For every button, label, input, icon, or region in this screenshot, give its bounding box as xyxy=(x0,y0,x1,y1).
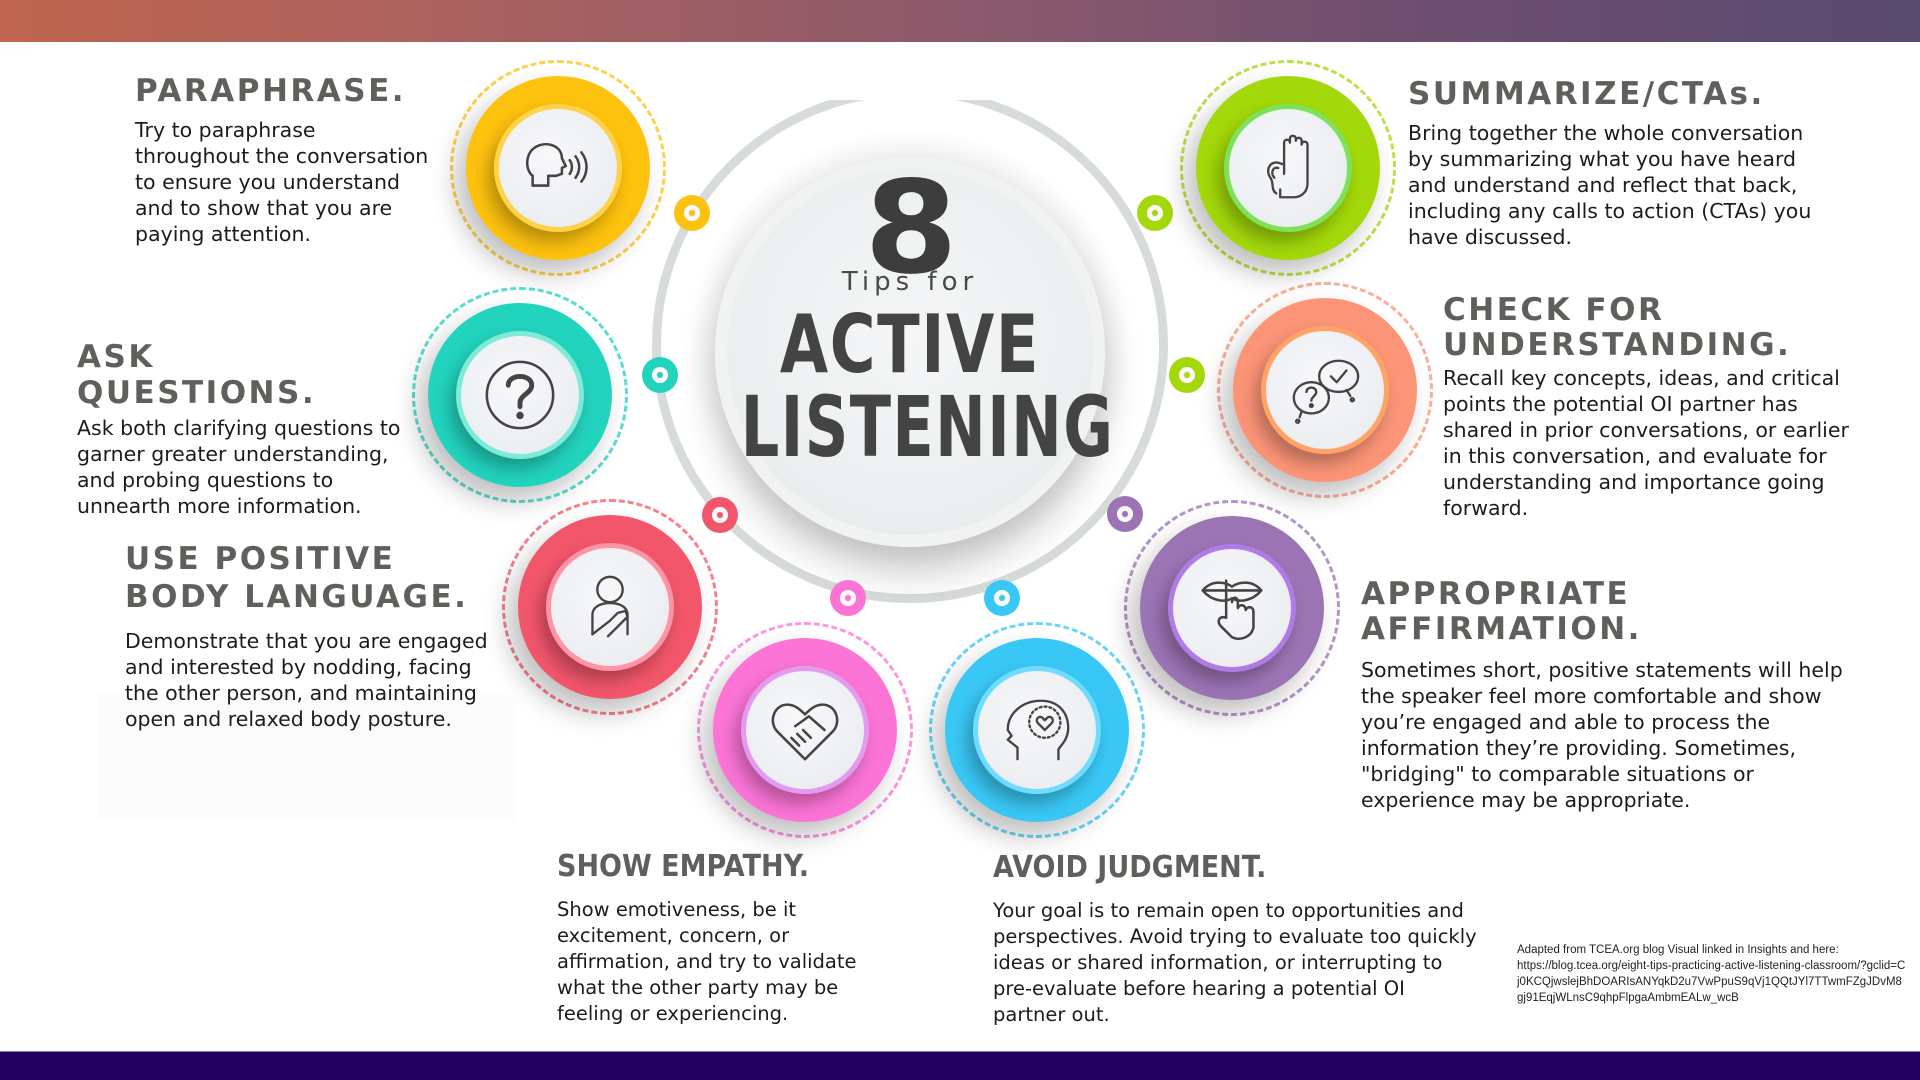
ring-mask xyxy=(560,60,1260,100)
tip-circle-ask-questions xyxy=(412,287,628,503)
dashed-ring xyxy=(929,622,1145,838)
dashed-ring xyxy=(1217,282,1433,498)
tip-paraphrase: PARAPHRASE. Try to paraphrase throughout… xyxy=(135,73,435,247)
head-with-heart-icon xyxy=(1006,699,1070,761)
tip-empathy: SHOW EMPATHY. Show emotiveness, be it ex… xyxy=(557,849,887,1027)
dashed-ring xyxy=(697,622,913,838)
tip-body: Sometimes short, positive statements wil… xyxy=(1361,658,1843,812)
tip-circle-summarize xyxy=(1180,60,1396,276)
tip-title-line1: CHECK FOR xyxy=(1443,292,1665,328)
tip-body-language: USE POSITIVE BODY LANGUAGE. Demonstrate … xyxy=(125,540,505,732)
dashed-ring xyxy=(1180,60,1396,276)
hub-title-line2: LISTENING xyxy=(740,378,1115,476)
attribution-text: Adapted from TCEA.org blog Visual linked… xyxy=(1517,944,1839,956)
icon-plate xyxy=(494,104,622,232)
tip-title-line1: APPROPRIATE xyxy=(1361,576,1631,612)
tip-circle-avoid-judgment xyxy=(929,622,1145,838)
tip-affirmation: APPROPRIATE AFFIRMATION. Sometimes short… xyxy=(1361,577,1861,813)
tip-circle-paraphrase xyxy=(450,60,666,276)
tip-body: Ask both clarifying questions to garner … xyxy=(77,416,401,518)
tip-title: ASK QUESTIONS. xyxy=(77,339,317,411)
connector-dot-ask-questions xyxy=(642,357,678,393)
icon-plate xyxy=(973,666,1101,794)
connector-dot-empathy xyxy=(830,580,866,616)
tip-summarize: SUMMARIZE/CTAs. Bring together the whole… xyxy=(1408,76,1838,250)
tip-circle-check-understanding xyxy=(1217,282,1433,498)
connector-dot-paraphrase xyxy=(674,195,710,231)
speech-bubbles-question-check-icon xyxy=(1292,359,1360,424)
tip-circle-body-language xyxy=(502,499,718,715)
connector-dot-affirmation xyxy=(1107,496,1143,532)
tip-body: Recall key concepts, ideas, and critical… xyxy=(1443,366,1849,520)
tip-title-line2: AFFIRMATION. xyxy=(1361,611,1642,647)
dashed-ring xyxy=(1124,500,1340,716)
tip-body: Try to paraphrase throughout the convers… xyxy=(135,118,429,246)
attribution-link[interactable]: https://blog.tcea.org/eight-tips-practic… xyxy=(1517,960,1906,1004)
hub-number: 8 xyxy=(864,154,958,303)
heart-handshake-icon xyxy=(771,703,839,761)
tip-title: SHOW EMPATHY. xyxy=(557,849,809,884)
ear-hand-icon xyxy=(1267,134,1309,199)
icon-plate xyxy=(456,331,584,459)
tip-check-understanding: CHECK FOR UNDERSTANDING. Recall key conc… xyxy=(1443,293,1883,521)
icon-plate xyxy=(1224,104,1352,232)
tip-title-line1: USE POSITIVE xyxy=(125,541,396,577)
tip-title-line2: UNDERSTANDING. xyxy=(1443,327,1792,363)
tip-ask-questions: ASK QUESTIONS. Ask both clarifying quest… xyxy=(77,339,407,519)
connector-dot-summarize xyxy=(1137,195,1173,231)
hand-on-heart-person-icon xyxy=(591,575,629,638)
center-hub: 8 Tips for ACTIVE LISTENING xyxy=(715,157,1115,547)
tip-title: PARAPHRASE. xyxy=(135,73,407,109)
tip-circle-empathy xyxy=(697,622,913,838)
tip-circle-affirmation xyxy=(1124,500,1340,716)
tip-body: Your goal is to remain open to opportuni… xyxy=(993,899,1477,1026)
finger-on-lips-icon xyxy=(1201,579,1263,641)
icon-plate xyxy=(546,543,674,671)
dashed-ring xyxy=(412,287,628,503)
hub-subtitle: Tips for xyxy=(841,267,979,297)
tip-body: Show emotiveness, be it excitement, conc… xyxy=(557,898,857,1025)
question-mark-icon xyxy=(485,360,555,430)
hub-title-line1: ACTIVE xyxy=(779,298,1041,391)
tip-title: AVOID JUDGMENT. xyxy=(993,850,1267,885)
attribution-note: Adapted from TCEA.org blog Visual linked… xyxy=(1517,942,1907,1006)
icon-plate xyxy=(1261,326,1389,454)
tip-avoid-judgment: AVOID JUDGMENT. Your goal is to remain o… xyxy=(993,850,1477,1028)
connector-dot-body-language xyxy=(702,497,738,533)
tip-title: SUMMARIZE/CTAs. xyxy=(1408,76,1765,112)
connector-dot-check-understanding xyxy=(1169,357,1205,393)
tip-body: Demonstrate that you are engaged and int… xyxy=(125,629,488,731)
speaking-head-icon xyxy=(526,143,588,187)
connector-dot-avoid-judgment xyxy=(984,580,1020,616)
header-gradient-bar xyxy=(0,0,1920,42)
footer-bar xyxy=(0,1051,1920,1080)
background-patch xyxy=(98,693,516,821)
icon-plate xyxy=(741,666,869,794)
dashed-ring xyxy=(450,60,666,276)
tip-title-line2: BODY LANGUAGE. xyxy=(125,579,469,615)
tip-body: Bring together the whole conversation by… xyxy=(1408,121,1812,249)
dashed-ring xyxy=(502,499,718,715)
icon-plate xyxy=(1168,544,1296,672)
